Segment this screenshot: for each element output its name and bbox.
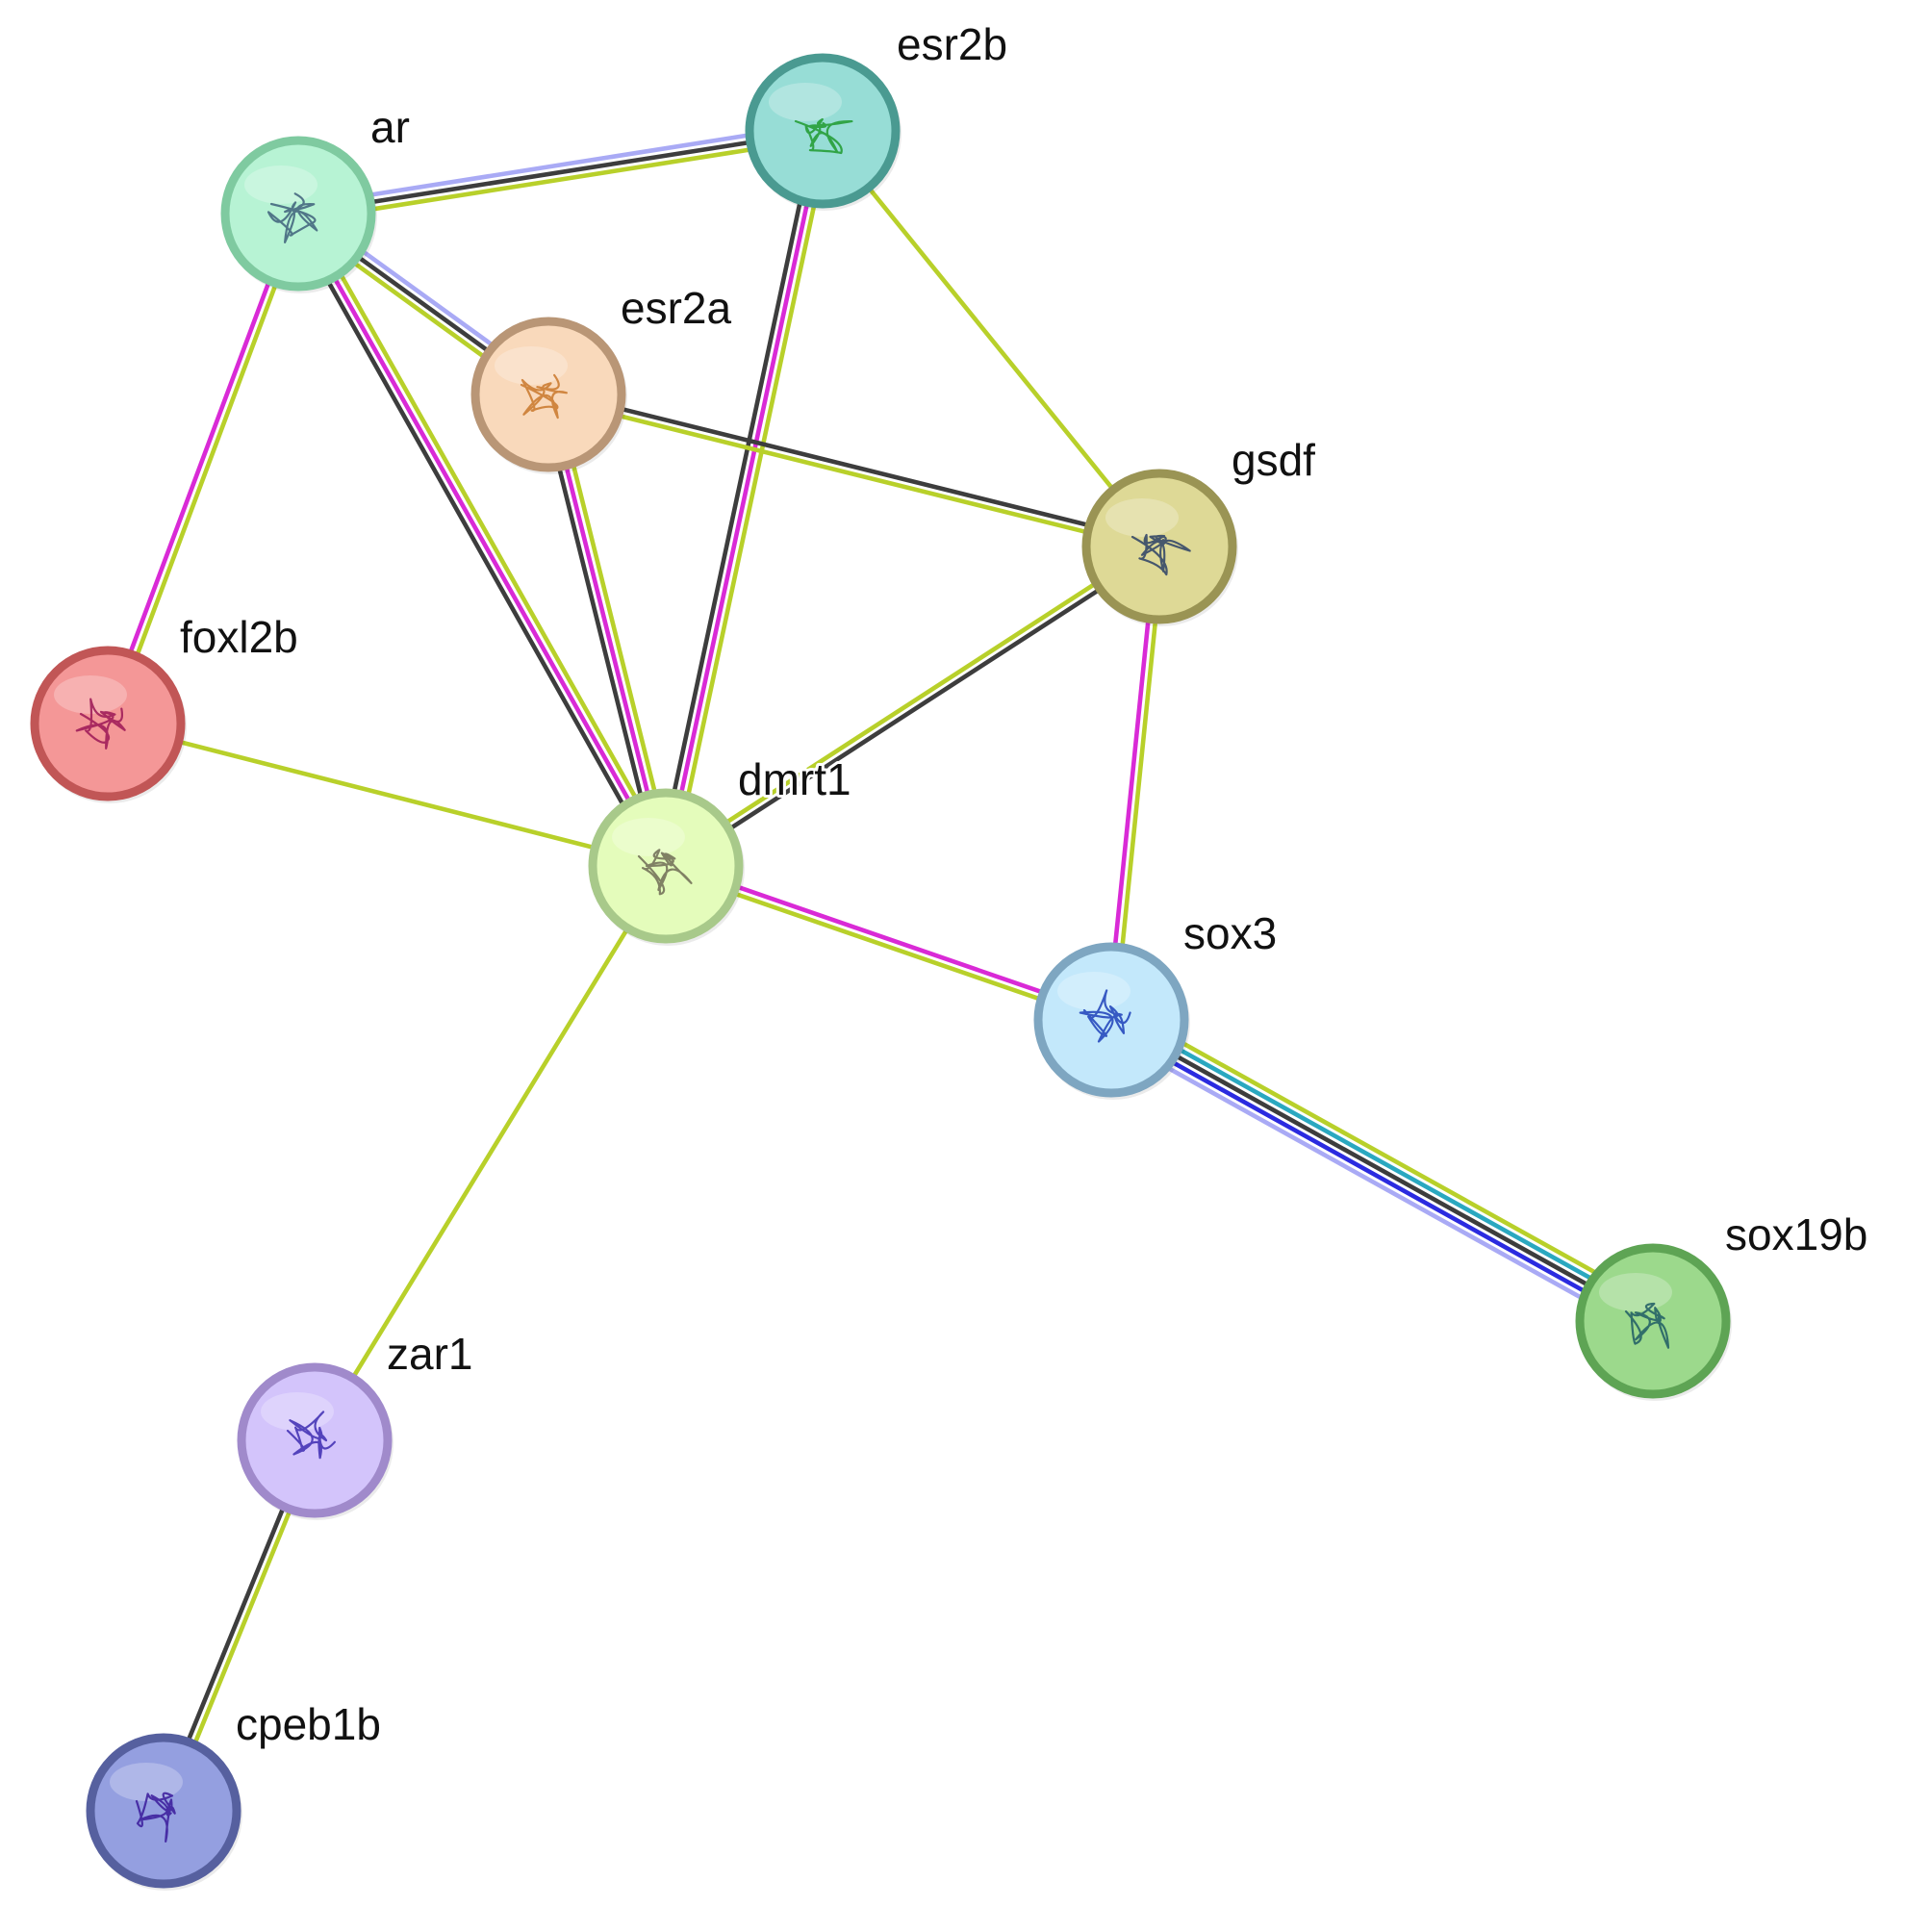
protein-structure-icon xyxy=(794,117,853,155)
node-circle[interactable] xyxy=(30,646,186,801)
node-sox19b[interactable]: sox19b xyxy=(1575,1207,1870,1401)
edge-gsdf-sox3[interactable] xyxy=(1105,544,1166,1023)
node-gloss xyxy=(1599,1273,1672,1311)
edge-evidence-line xyxy=(662,867,1113,1026)
node-circle[interactable] xyxy=(745,53,901,209)
node-label: gsdf xyxy=(1232,435,1315,485)
edge-evidence-line xyxy=(663,128,826,869)
node-gloss xyxy=(244,165,318,204)
edge-evidence-line xyxy=(1108,1017,1656,1324)
edge-evidence-line xyxy=(545,395,1161,552)
protein-structure-icon xyxy=(520,373,568,419)
edge-evidence-line xyxy=(109,213,304,727)
edge-esr2b-gsdf[interactable] xyxy=(820,128,1162,549)
node-label: foxl2b xyxy=(180,612,298,662)
edge-evidence-line xyxy=(295,211,669,869)
edges-layer xyxy=(102,121,1663,1815)
node-cpeb1b[interactable]: cpeb1b xyxy=(86,1696,384,1891)
edge-evidence-line xyxy=(546,392,669,869)
edge-evidence-line xyxy=(671,130,832,870)
edge-sox3-sox19b[interactable] xyxy=(1102,1004,1663,1336)
edge-dmrt1-sox3[interactable] xyxy=(662,860,1115,1026)
edge-evidence-line xyxy=(1105,1024,1652,1330)
edge-evidence-line xyxy=(1105,544,1158,1022)
node-gloss xyxy=(110,1763,183,1801)
node-label: zar1 xyxy=(387,1329,472,1379)
edge-ar-dmrt1[interactable] xyxy=(290,208,674,872)
edge-evidence-line xyxy=(105,721,669,869)
edge-evidence-line xyxy=(102,210,297,724)
node-circle[interactable] xyxy=(237,1362,393,1518)
node-gloss xyxy=(769,83,842,121)
edge-esr2b-dmrt1[interactable] xyxy=(656,127,832,870)
edge-evidence-line xyxy=(1102,1030,1649,1336)
edge-evidence-line xyxy=(656,127,818,867)
node-circle[interactable] xyxy=(1575,1243,1731,1399)
node-circle[interactable] xyxy=(470,317,626,472)
node-label: sox3 xyxy=(1183,908,1277,958)
node-gsdf[interactable]: gsdf xyxy=(1081,432,1318,626)
protein-structure-icon xyxy=(1130,533,1191,576)
node-sox3[interactable]: sox3 xyxy=(1033,905,1280,1100)
node-foxl2b[interactable]: foxl2b xyxy=(30,609,301,803)
edge-ar-esr2b[interactable] xyxy=(294,121,826,223)
edge-gsdf-dmrt1[interactable] xyxy=(661,541,1164,872)
edge-evidence-line xyxy=(546,389,1163,546)
edge-evidence-line xyxy=(302,208,674,865)
edge-evidence-line xyxy=(664,860,1115,1019)
edge-evidence-line xyxy=(312,863,669,1443)
node-label: esr2b xyxy=(897,19,1007,69)
edge-evidence-line xyxy=(290,215,662,872)
node-circle[interactable] xyxy=(86,1733,241,1889)
edge-esr2a-dmrt1[interactable] xyxy=(539,390,675,871)
node-label: sox19b xyxy=(1725,1209,1867,1259)
edge-dmrt1-zar1[interactable] xyxy=(312,863,669,1443)
edge-evidence-line xyxy=(296,136,826,223)
edge-evidence-line xyxy=(820,128,1162,549)
edge-evidence-line xyxy=(1112,1011,1659,1317)
edge-evidence-line xyxy=(552,390,675,867)
protein-structure-icon xyxy=(267,192,318,243)
nodes-layer: ar esr2b esr2a gsdf foxl2b dmrt1 sox3 sox19b zar… xyxy=(30,16,1870,1891)
edge-evidence-line xyxy=(294,121,825,209)
node-gloss xyxy=(1057,972,1130,1010)
protein-structure-icon xyxy=(637,849,693,896)
edge-evidence-line xyxy=(665,547,1164,872)
edge-evidence-line xyxy=(661,541,1160,866)
node-esr2b[interactable]: esr2b xyxy=(745,16,1010,211)
node-gloss xyxy=(1105,498,1179,537)
node-label: ar xyxy=(370,102,410,152)
node-esr2a[interactable]: esr2a xyxy=(470,280,734,474)
node-gloss xyxy=(495,346,568,385)
node-ar[interactable]: ar xyxy=(220,99,413,293)
edge-ar-foxl2b[interactable] xyxy=(102,210,304,727)
edge-evidence-line xyxy=(1115,1004,1663,1311)
edge-foxl2b-dmrt1[interactable] xyxy=(105,721,669,869)
node-dmrt1[interactable]: dmrt1 xyxy=(588,751,854,946)
edge-evidence-line xyxy=(1112,545,1166,1023)
protein-structure-icon xyxy=(135,1792,176,1843)
edge-esr2a-gsdf[interactable] xyxy=(545,389,1163,552)
protein-structure-icon xyxy=(1079,989,1131,1043)
node-gloss xyxy=(612,818,685,856)
node-gloss xyxy=(54,675,127,714)
node-label: esr2a xyxy=(621,283,731,333)
protein-structure-icon xyxy=(75,698,126,750)
node-label: dmrt1 xyxy=(738,754,851,804)
protein-structure-icon xyxy=(286,1411,336,1460)
node-label: cpeb1b xyxy=(236,1699,381,1749)
protein-structure-icon xyxy=(1624,1302,1670,1349)
edge-evidence-line xyxy=(539,394,662,871)
node-zar1[interactable]: zar1 xyxy=(237,1326,475,1520)
edge-evidence-line xyxy=(295,128,826,216)
